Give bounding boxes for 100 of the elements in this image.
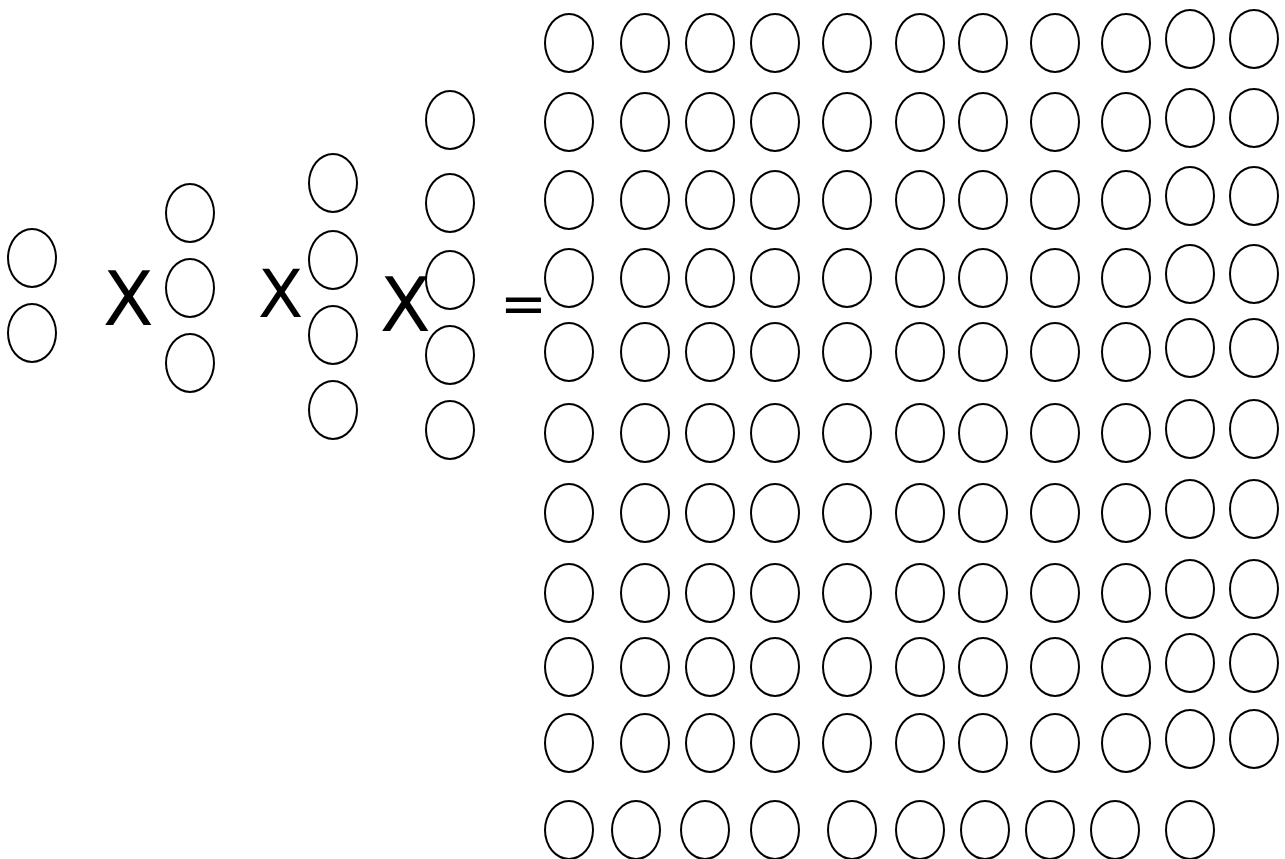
circle-shape xyxy=(1030,322,1080,382)
circle-shape xyxy=(1030,713,1080,773)
circle-shape xyxy=(1101,92,1151,152)
circle-shape xyxy=(1030,13,1080,73)
circle-shape xyxy=(620,713,670,773)
circle-shape xyxy=(620,637,670,697)
circle-shape xyxy=(685,563,735,623)
circle-shape xyxy=(544,637,594,697)
circle-shape xyxy=(827,800,877,859)
circle-shape xyxy=(958,483,1008,543)
circle-shape xyxy=(750,322,800,382)
circle-shape xyxy=(895,563,945,623)
circle-shape xyxy=(1165,633,1215,693)
circle-shape xyxy=(544,800,594,859)
circle-shape xyxy=(685,170,735,230)
circle-shape xyxy=(895,13,945,73)
circle-shape xyxy=(822,713,872,773)
circle-shape xyxy=(165,333,215,393)
circle-shape xyxy=(1229,479,1279,539)
circle-shape xyxy=(822,248,872,308)
circle-shape xyxy=(308,305,358,365)
circle-shape xyxy=(1165,166,1215,226)
circle-shape xyxy=(620,563,670,623)
circle-shape xyxy=(822,403,872,463)
equals-sign: = xyxy=(500,276,547,332)
circle-shape xyxy=(1165,559,1215,619)
circle-shape xyxy=(1101,13,1151,73)
circle-shape xyxy=(685,322,735,382)
circle-shape xyxy=(620,322,670,382)
circle-shape xyxy=(750,713,800,773)
circle-shape xyxy=(165,258,215,318)
circle-shape xyxy=(1165,9,1215,69)
circle-shape xyxy=(685,637,735,697)
circle-shape xyxy=(544,483,594,543)
circle-shape xyxy=(958,248,1008,308)
circle-shape xyxy=(750,637,800,697)
circle-shape xyxy=(895,713,945,773)
circle-shape xyxy=(425,400,475,460)
circle-shape xyxy=(308,380,358,440)
multiplication-sign: X xyxy=(258,262,304,328)
circle-shape xyxy=(1165,88,1215,148)
circle-shape xyxy=(620,13,670,73)
circle-shape xyxy=(165,183,215,243)
circle-shape xyxy=(822,13,872,73)
circle-shape xyxy=(1030,637,1080,697)
circle-shape xyxy=(308,230,358,290)
circle-shape xyxy=(1229,244,1279,304)
circle-shape xyxy=(544,563,594,623)
circle-shape xyxy=(1165,244,1215,304)
circle-shape xyxy=(822,483,872,543)
circle-shape xyxy=(425,90,475,150)
circle-shape xyxy=(750,563,800,623)
circle-shape xyxy=(1165,318,1215,378)
circle-shape xyxy=(960,800,1010,859)
circle-shape xyxy=(544,92,594,152)
circle-shape xyxy=(1101,483,1151,543)
circle-shape xyxy=(1090,800,1140,859)
circle-shape xyxy=(958,713,1008,773)
circle-shape xyxy=(1030,403,1080,463)
circle-shape xyxy=(895,248,945,308)
circle-shape xyxy=(822,637,872,697)
circle-shape xyxy=(685,92,735,152)
circle-shape xyxy=(1101,170,1151,230)
circle-shape xyxy=(958,13,1008,73)
circle-shape xyxy=(1229,709,1279,769)
circle-shape xyxy=(1229,166,1279,226)
circle-shape xyxy=(1030,483,1080,543)
circle-shape xyxy=(1229,399,1279,459)
circle-shape xyxy=(895,403,945,463)
circle-shape xyxy=(1030,92,1080,152)
circle-shape xyxy=(1229,559,1279,619)
circle-shape xyxy=(958,563,1008,623)
circle-shape xyxy=(611,800,661,859)
circle-shape xyxy=(7,228,57,288)
circle-shape xyxy=(1165,399,1215,459)
circle-shape xyxy=(1229,633,1279,693)
circle-shape xyxy=(958,92,1008,152)
circle-shape xyxy=(544,170,594,230)
circle-shape xyxy=(895,322,945,382)
multiplication-sign: X xyxy=(380,268,431,342)
circle-shape xyxy=(1030,563,1080,623)
circle-shape xyxy=(895,637,945,697)
circle-shape xyxy=(1229,88,1279,148)
circle-shape xyxy=(822,170,872,230)
circle-shape xyxy=(544,403,594,463)
circle-shape xyxy=(750,248,800,308)
circle-shape xyxy=(1101,322,1151,382)
circle-shape xyxy=(1025,800,1075,859)
circle-shape xyxy=(750,13,800,73)
circle-shape xyxy=(1101,248,1151,308)
circle-shape xyxy=(750,170,800,230)
circle-shape xyxy=(308,153,358,213)
circle-shape xyxy=(620,170,670,230)
circle-shape xyxy=(958,322,1008,382)
circle-shape xyxy=(544,13,594,73)
circle-shape xyxy=(958,170,1008,230)
circle-shape xyxy=(1165,709,1215,769)
circle-shape xyxy=(822,563,872,623)
circle-shape xyxy=(425,173,475,233)
circle-shape xyxy=(685,248,735,308)
